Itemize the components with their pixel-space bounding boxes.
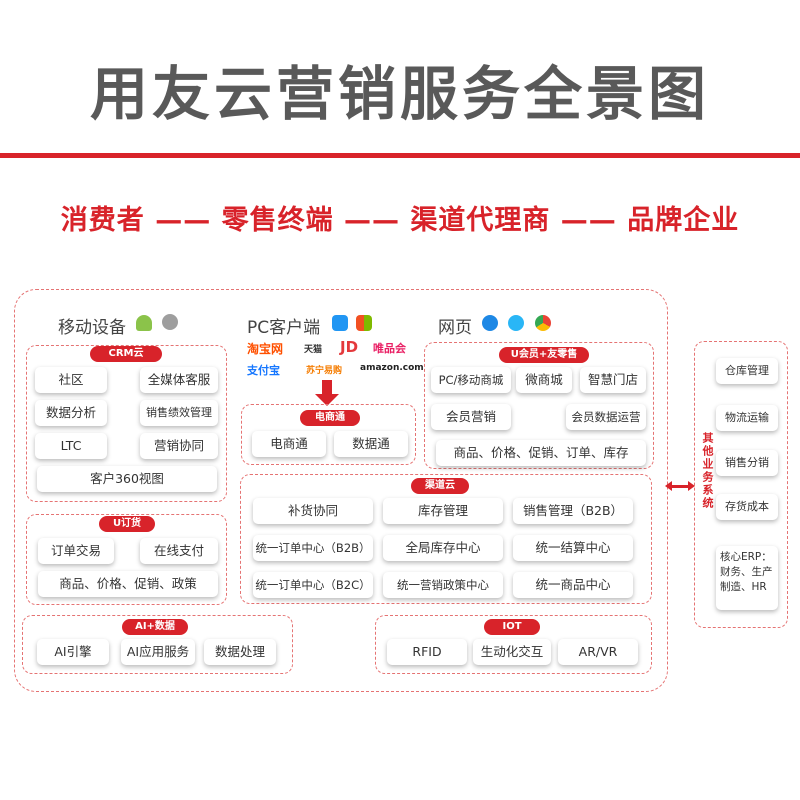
unified-settlement-button[interactable]: 统一结算中心 (513, 535, 633, 561)
u-order-tag: U订货 (99, 516, 155, 532)
unified-product-center-button[interactable]: 统一商品中心 (513, 572, 633, 598)
u-order-policy-button[interactable]: 商品、价格、促销、政策 (38, 571, 218, 597)
app-store-icon (332, 315, 348, 331)
vivid-interaction-button[interactable]: 生动化交互 (473, 639, 551, 665)
logistics-button[interactable]: 物流运输 (716, 405, 778, 431)
pc-client-heading: PC客户端 (247, 318, 321, 338)
unified-order-b2c-button[interactable]: 统一订单中心（B2C） (253, 572, 373, 598)
android-icon (136, 315, 152, 331)
crm-sales-performance-button[interactable]: 销售绩效管理 (140, 400, 218, 426)
down-arrow-icon (322, 380, 332, 396)
ecommerce-link-tag: 电商通 (300, 410, 360, 426)
warehouse-mgmt-button[interactable]: 仓库管理 (716, 358, 778, 384)
crm-omnimedia-service-button[interactable]: 全媒体客服 (140, 367, 218, 393)
retail-product-order-button[interactable]: 商品、价格、促销、订单、库存 (436, 440, 646, 466)
page-title: 用友云营销服务全景图 (89, 60, 710, 128)
order-trading-button[interactable]: 订单交易 (38, 538, 114, 564)
rfid-button[interactable]: RFID (387, 639, 467, 665)
ecommerce-link-group (241, 404, 416, 465)
ai-data-group (22, 615, 293, 674)
iot-tag: IOT (484, 619, 540, 635)
tmall-logo: 天猫 (304, 345, 323, 355)
mobile-devices-heading: 移动设备 (58, 318, 126, 338)
iot-group (375, 615, 652, 674)
taobao-logo: 淘宝网 (247, 342, 284, 356)
chrome-browser-icon (535, 315, 551, 331)
data-processing-button[interactable]: 数据处理 (204, 639, 276, 665)
wechat-mall-button[interactable]: 微商城 (516, 367, 572, 393)
ai-engine-button[interactable]: AI引擎 (37, 639, 109, 665)
other-systems-group (694, 341, 788, 628)
arrow-right-head (688, 481, 695, 491)
title-divider (0, 153, 800, 158)
safari-browser-icon (508, 315, 524, 331)
jd-logo: JD (340, 338, 359, 356)
channel-cloud-tag: 渠道云 (411, 478, 469, 494)
u-member-retail-group (424, 342, 654, 469)
ai-app-service-button[interactable]: AI应用服务 (121, 639, 195, 665)
pc-mobile-mall-button[interactable]: PC/移动商城 (431, 367, 511, 393)
smart-store-button[interactable]: 智慧门店 (580, 367, 646, 393)
bidirectional-arrow-icon (669, 485, 689, 488)
crm-data-analysis-button[interactable]: 数据分析 (35, 400, 107, 426)
sales-mgmt-b2b-button[interactable]: 销售管理（B2B） (513, 498, 633, 524)
u-member-retail-tag: U会员+友零售 (499, 347, 589, 363)
crm-community-button[interactable]: 社区 (35, 367, 107, 393)
ie-browser-icon (482, 315, 498, 331)
online-payment-button[interactable]: 在线支付 (140, 538, 218, 564)
unified-marketing-policy-button[interactable]: 统一营销政策中心 (383, 572, 503, 598)
ai-data-tag: AI+数据 (122, 619, 188, 635)
amazon-logo: amazon.com (360, 363, 424, 373)
crm-ltc-button[interactable]: LTC (35, 433, 107, 459)
channel-cloud-group (240, 474, 652, 604)
ecommerce-link-button[interactable]: 电商通 (252, 431, 326, 457)
inventory-mgmt-button[interactable]: 库存管理 (383, 498, 503, 524)
member-marketing-button[interactable]: 会员营销 (431, 404, 511, 430)
replenishment-collab-button[interactable]: 补货协同 (253, 498, 373, 524)
global-inventory-button[interactable]: 全局库存中心 (383, 535, 503, 561)
crm-customer-360-button[interactable]: 客户360视图 (37, 466, 217, 492)
other-systems-label: 其他业务系统 (701, 432, 714, 510)
arrow-left-head (665, 481, 672, 491)
value-chain-heading: 消费者 —— 零售终端 —— 渠道代理商 —— 品牌企业 (60, 205, 740, 236)
alipay-logo: 支付宝 (247, 364, 280, 377)
crm-cloud-tag: CRM云 (90, 346, 162, 362)
crm-marketing-collab-button[interactable]: 营销协同 (140, 433, 218, 459)
u-order-group (26, 514, 227, 605)
sales-distribution-button[interactable]: 销售分销 (716, 450, 778, 476)
windows-icon (356, 315, 372, 331)
crm-cloud-group (26, 345, 227, 502)
ar-vr-button[interactable]: AR/VR (558, 639, 638, 665)
web-heading: 网页 (438, 318, 472, 338)
suning-logo: 苏宁易购 (306, 366, 343, 376)
down-arrow-head (315, 394, 339, 406)
unified-order-b2b-button[interactable]: 统一订单中心（B2B） (253, 535, 373, 561)
vip-logo: 唯品会 (373, 342, 406, 355)
apple-icon (162, 314, 178, 330)
member-data-ops-button[interactable]: 会员数据运营 (566, 404, 646, 430)
data-link-button[interactable]: 数据通 (334, 431, 408, 457)
core-erp-button[interactable]: 核心ERP：财务、生产制造、HR (716, 546, 778, 610)
inventory-cost-button[interactable]: 存货成本 (716, 494, 778, 520)
